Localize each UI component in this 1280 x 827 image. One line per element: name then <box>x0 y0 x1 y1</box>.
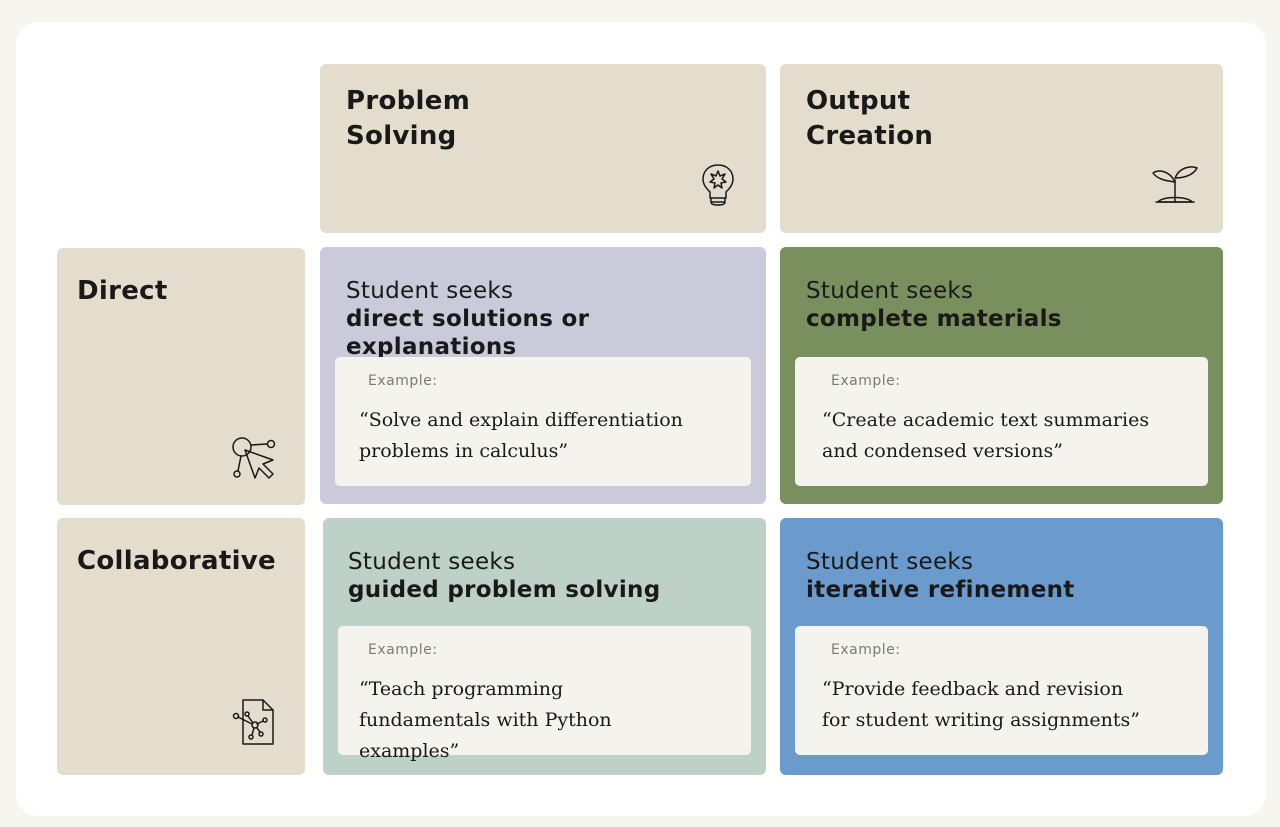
row-title: Collaborative <box>77 546 276 576</box>
example-card: Example: “Teach programming fundamentals… <box>338 626 751 762</box>
example-label: Example: <box>368 642 438 658</box>
column-header-problem-solving: Problem Solving <box>320 64 766 233</box>
quadrant-collaborative-output-creation: Student seeks iterative refinement Examp… <box>780 518 1223 775</box>
example-card: Example: “Provide feedback and revision … <box>795 626 1208 755</box>
column-title-line1: Output <box>806 86 911 116</box>
lightbulb-icon <box>700 162 736 208</box>
row-title: Direct <box>77 276 168 306</box>
column-header-output-creation: Output Creation <box>780 64 1223 233</box>
row-header-collaborative: Collaborative <box>57 518 305 775</box>
quadrant-subtitle: Student seeks <box>806 278 974 304</box>
quadrant-subtitle: Student seeks <box>348 549 516 575</box>
quadrant-title: guided problem solving <box>348 577 661 603</box>
example-label: Example: <box>368 373 438 389</box>
quadrant-subtitle: Student seeks <box>806 549 974 575</box>
example-card: Example: “Create academic text summaries… <box>795 357 1208 486</box>
example-label: Example: <box>831 642 901 658</box>
sprout-icon <box>1150 162 1200 206</box>
quadrant-title: direct solutions or explanations <box>346 306 590 360</box>
example-quote: “Teach programming fundamentals with Pyt… <box>359 678 612 762</box>
quadrant-collaborative-problem-solving: Student seeks guided problem solving Exa… <box>323 518 766 775</box>
quadrant-subtitle: Student seeks <box>346 278 514 304</box>
example-quote: “Provide feedback and revision for stude… <box>822 678 1141 731</box>
column-title: Problem Solving <box>346 84 470 154</box>
column-title-line2: Solving <box>346 121 457 151</box>
column-title: Output Creation <box>806 84 933 154</box>
quadrant-title: complete materials <box>806 306 1062 332</box>
column-title-line2: Creation <box>806 121 934 151</box>
cursor-click-icon <box>229 434 281 486</box>
example-card: Example: “Solve and explain differentiat… <box>335 357 751 486</box>
row-header-direct: Direct <box>57 248 305 505</box>
column-title-line1: Problem <box>346 86 471 116</box>
quadrant-direct-problem-solving: Student seeks direct solutions or explan… <box>320 247 766 504</box>
quadrant-direct-output-creation: Student seeks complete materials Example… <box>780 247 1223 504</box>
document-network-icon <box>231 698 279 748</box>
example-label: Example: <box>831 373 901 389</box>
example-quote: “Solve and explain differentiation probl… <box>359 409 683 462</box>
example-quote: “Create academic text summaries and cond… <box>822 409 1150 462</box>
quadrant-title: iterative refinement <box>806 577 1075 603</box>
